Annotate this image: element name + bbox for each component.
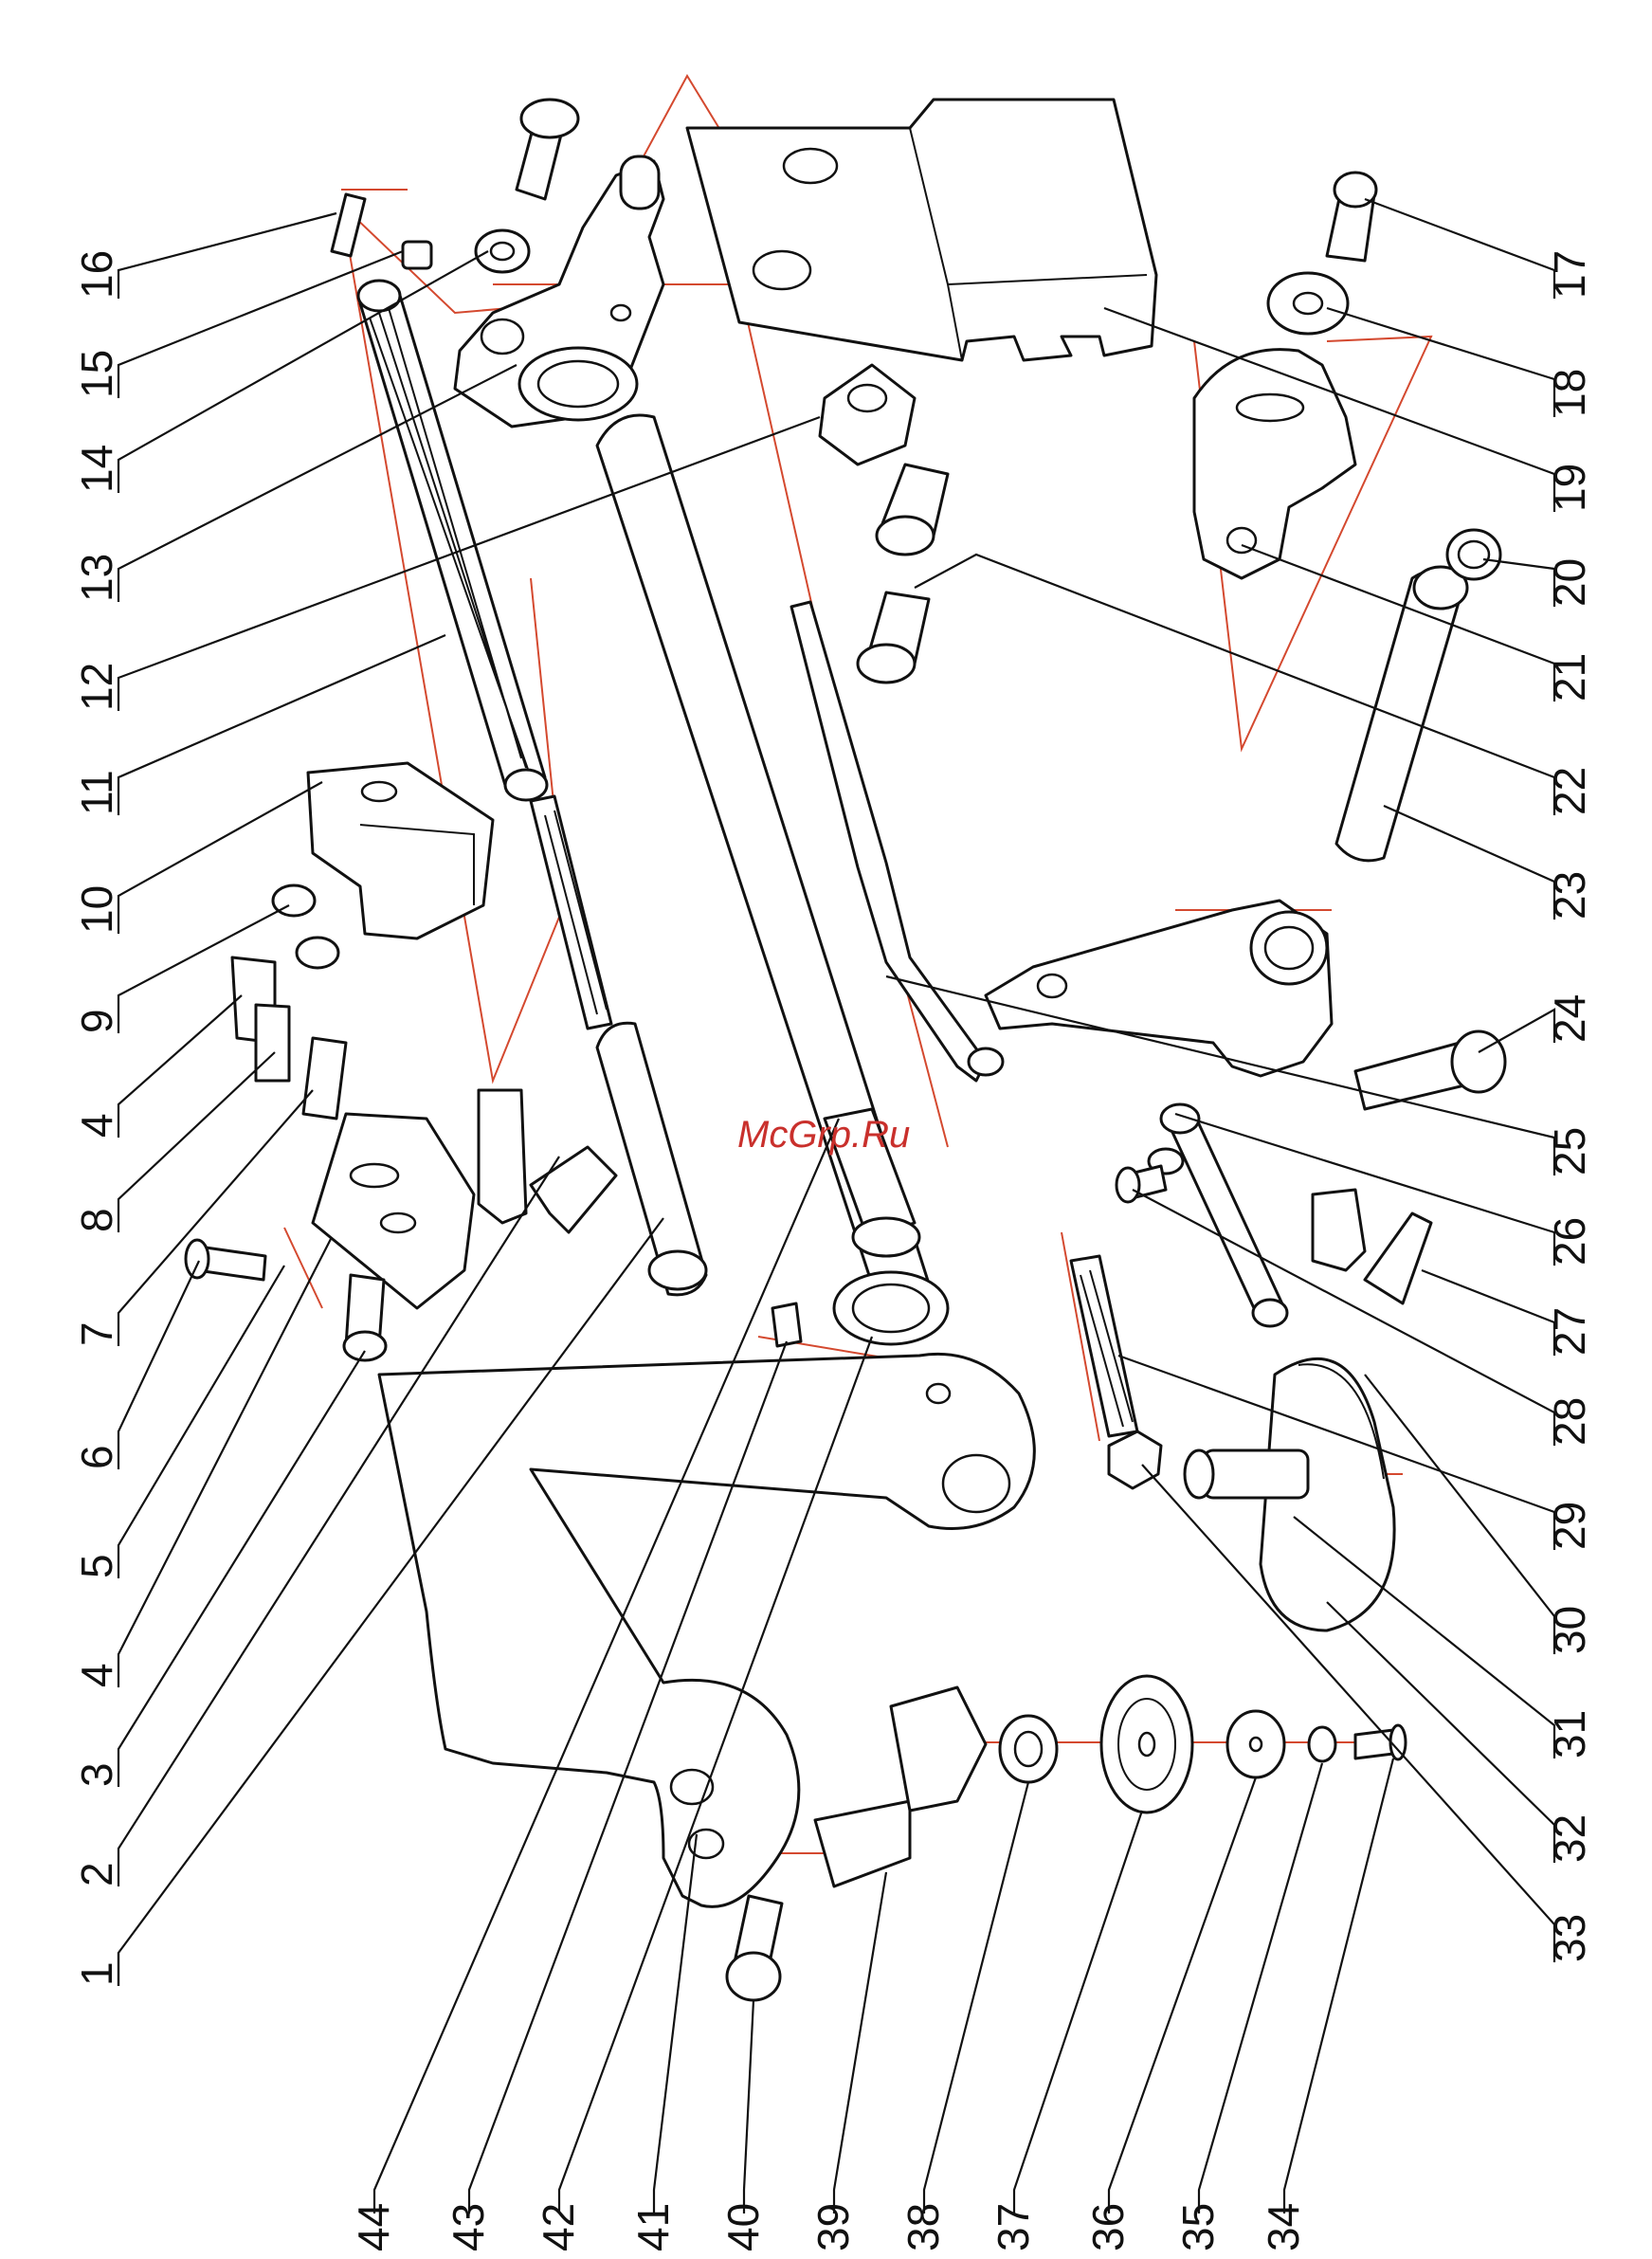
part-bracket-block (687, 100, 1156, 360)
label-35: 35 (1173, 2203, 1223, 2251)
part-hex-block (820, 365, 915, 465)
label-25: 25 (1545, 1127, 1594, 1175)
part-small-spring-44 (772, 1303, 801, 1346)
label-37: 37 (989, 2203, 1038, 2251)
label-42: 42 (534, 2203, 583, 2251)
label-10: 10 (72, 885, 121, 934)
watermark: McGrp.Ru (737, 1114, 910, 1156)
part-upper-arm (455, 156, 663, 427)
part-c-arm (379, 1354, 1034, 1906)
label-31: 31 (1545, 1710, 1594, 1758)
label-9: 9 (72, 1009, 121, 1033)
label-14: 14 (72, 445, 121, 493)
label-17: 17 (1545, 250, 1594, 299)
label-39: 39 (808, 2203, 858, 2251)
part-pin (332, 194, 365, 256)
part-washers-9 (273, 885, 338, 968)
label-32: 32 (1545, 1814, 1594, 1863)
label-44: 44 (349, 2203, 398, 2251)
label-38: 38 (899, 2203, 948, 2251)
part-gear-30 (1185, 1358, 1394, 1630)
label-8: 8 (72, 1208, 121, 1232)
part-washer-35 (1309, 1727, 1335, 1761)
part-bracket-plate-10 (308, 763, 493, 938)
part-blade-2 (479, 1090, 616, 1232)
label-29: 29 (1545, 1502, 1594, 1550)
part-screw-17 (1327, 173, 1376, 261)
label-19: 19 (1545, 464, 1594, 512)
label-7: 7 (72, 1321, 121, 1346)
part-screw-24 (1355, 1031, 1505, 1109)
part-link-26 (1149, 1104, 1287, 1326)
part-rod-23 (1336, 567, 1467, 861)
label-30: 30 (1545, 1606, 1594, 1654)
label-40: 40 (718, 2203, 768, 2251)
part-spring-29 (1071, 1256, 1161, 1488)
part-screw-28 (1116, 1166, 1166, 1202)
label-4a: 4 (72, 1663, 121, 1687)
part-disc-36 (1227, 1711, 1284, 1777)
label-5: 5 (72, 1554, 121, 1578)
part-washer-14 (476, 230, 529, 272)
label-33: 33 (1545, 1914, 1594, 1962)
label-21: 21 (1545, 653, 1594, 701)
label-26: 26 (1545, 1217, 1594, 1266)
part-screws-22 (858, 465, 948, 683)
label-43: 43 (444, 2203, 493, 2251)
part-screw-7 (186, 1240, 265, 1280)
label-1: 1 (72, 1961, 121, 1986)
part-bushing-38 (1000, 1716, 1057, 1782)
label-11: 11 (72, 770, 121, 815)
part-short-shaft (597, 1023, 706, 1295)
label-13: 13 (72, 554, 121, 602)
label-3: 3 (72, 1762, 121, 1787)
label-20: 20 (1545, 558, 1594, 607)
part-blade-27 (1313, 1190, 1431, 1303)
part-ring-20 (1447, 530, 1500, 579)
label-22: 22 (1545, 767, 1594, 815)
part-screws-8 (232, 957, 346, 1119)
label-23: 23 (1545, 871, 1594, 920)
label-15: 15 (72, 350, 121, 398)
part-set-screw (403, 242, 431, 268)
label-34: 34 (1259, 2203, 1308, 2251)
label-2: 2 (72, 1862, 121, 1886)
label-24: 24 (1545, 994, 1594, 1043)
label-41: 41 (628, 2203, 678, 2251)
part-short-spring (531, 796, 611, 1029)
label-4b: 4 (72, 1113, 121, 1138)
part-screw-3 (344, 1275, 386, 1360)
label-6: 6 (72, 1445, 121, 1469)
part-gear-37 (1101, 1676, 1192, 1813)
part-washer-18 (1268, 273, 1348, 334)
part-slide-bracket (313, 1114, 474, 1308)
label-27: 27 (1545, 1307, 1594, 1356)
part-top-screw (517, 100, 578, 199)
label-36: 36 (1083, 2203, 1133, 2251)
label-16: 16 (72, 250, 121, 299)
label-18: 18 (1545, 369, 1594, 417)
label-12: 12 (72, 663, 121, 711)
part-bracket-18 (1194, 350, 1355, 578)
part-screw-40 (727, 1896, 782, 2000)
label-28: 28 (1545, 1397, 1594, 1446)
part-pin-39 (815, 1687, 986, 1886)
part-crank-lever (986, 901, 1332, 1076)
